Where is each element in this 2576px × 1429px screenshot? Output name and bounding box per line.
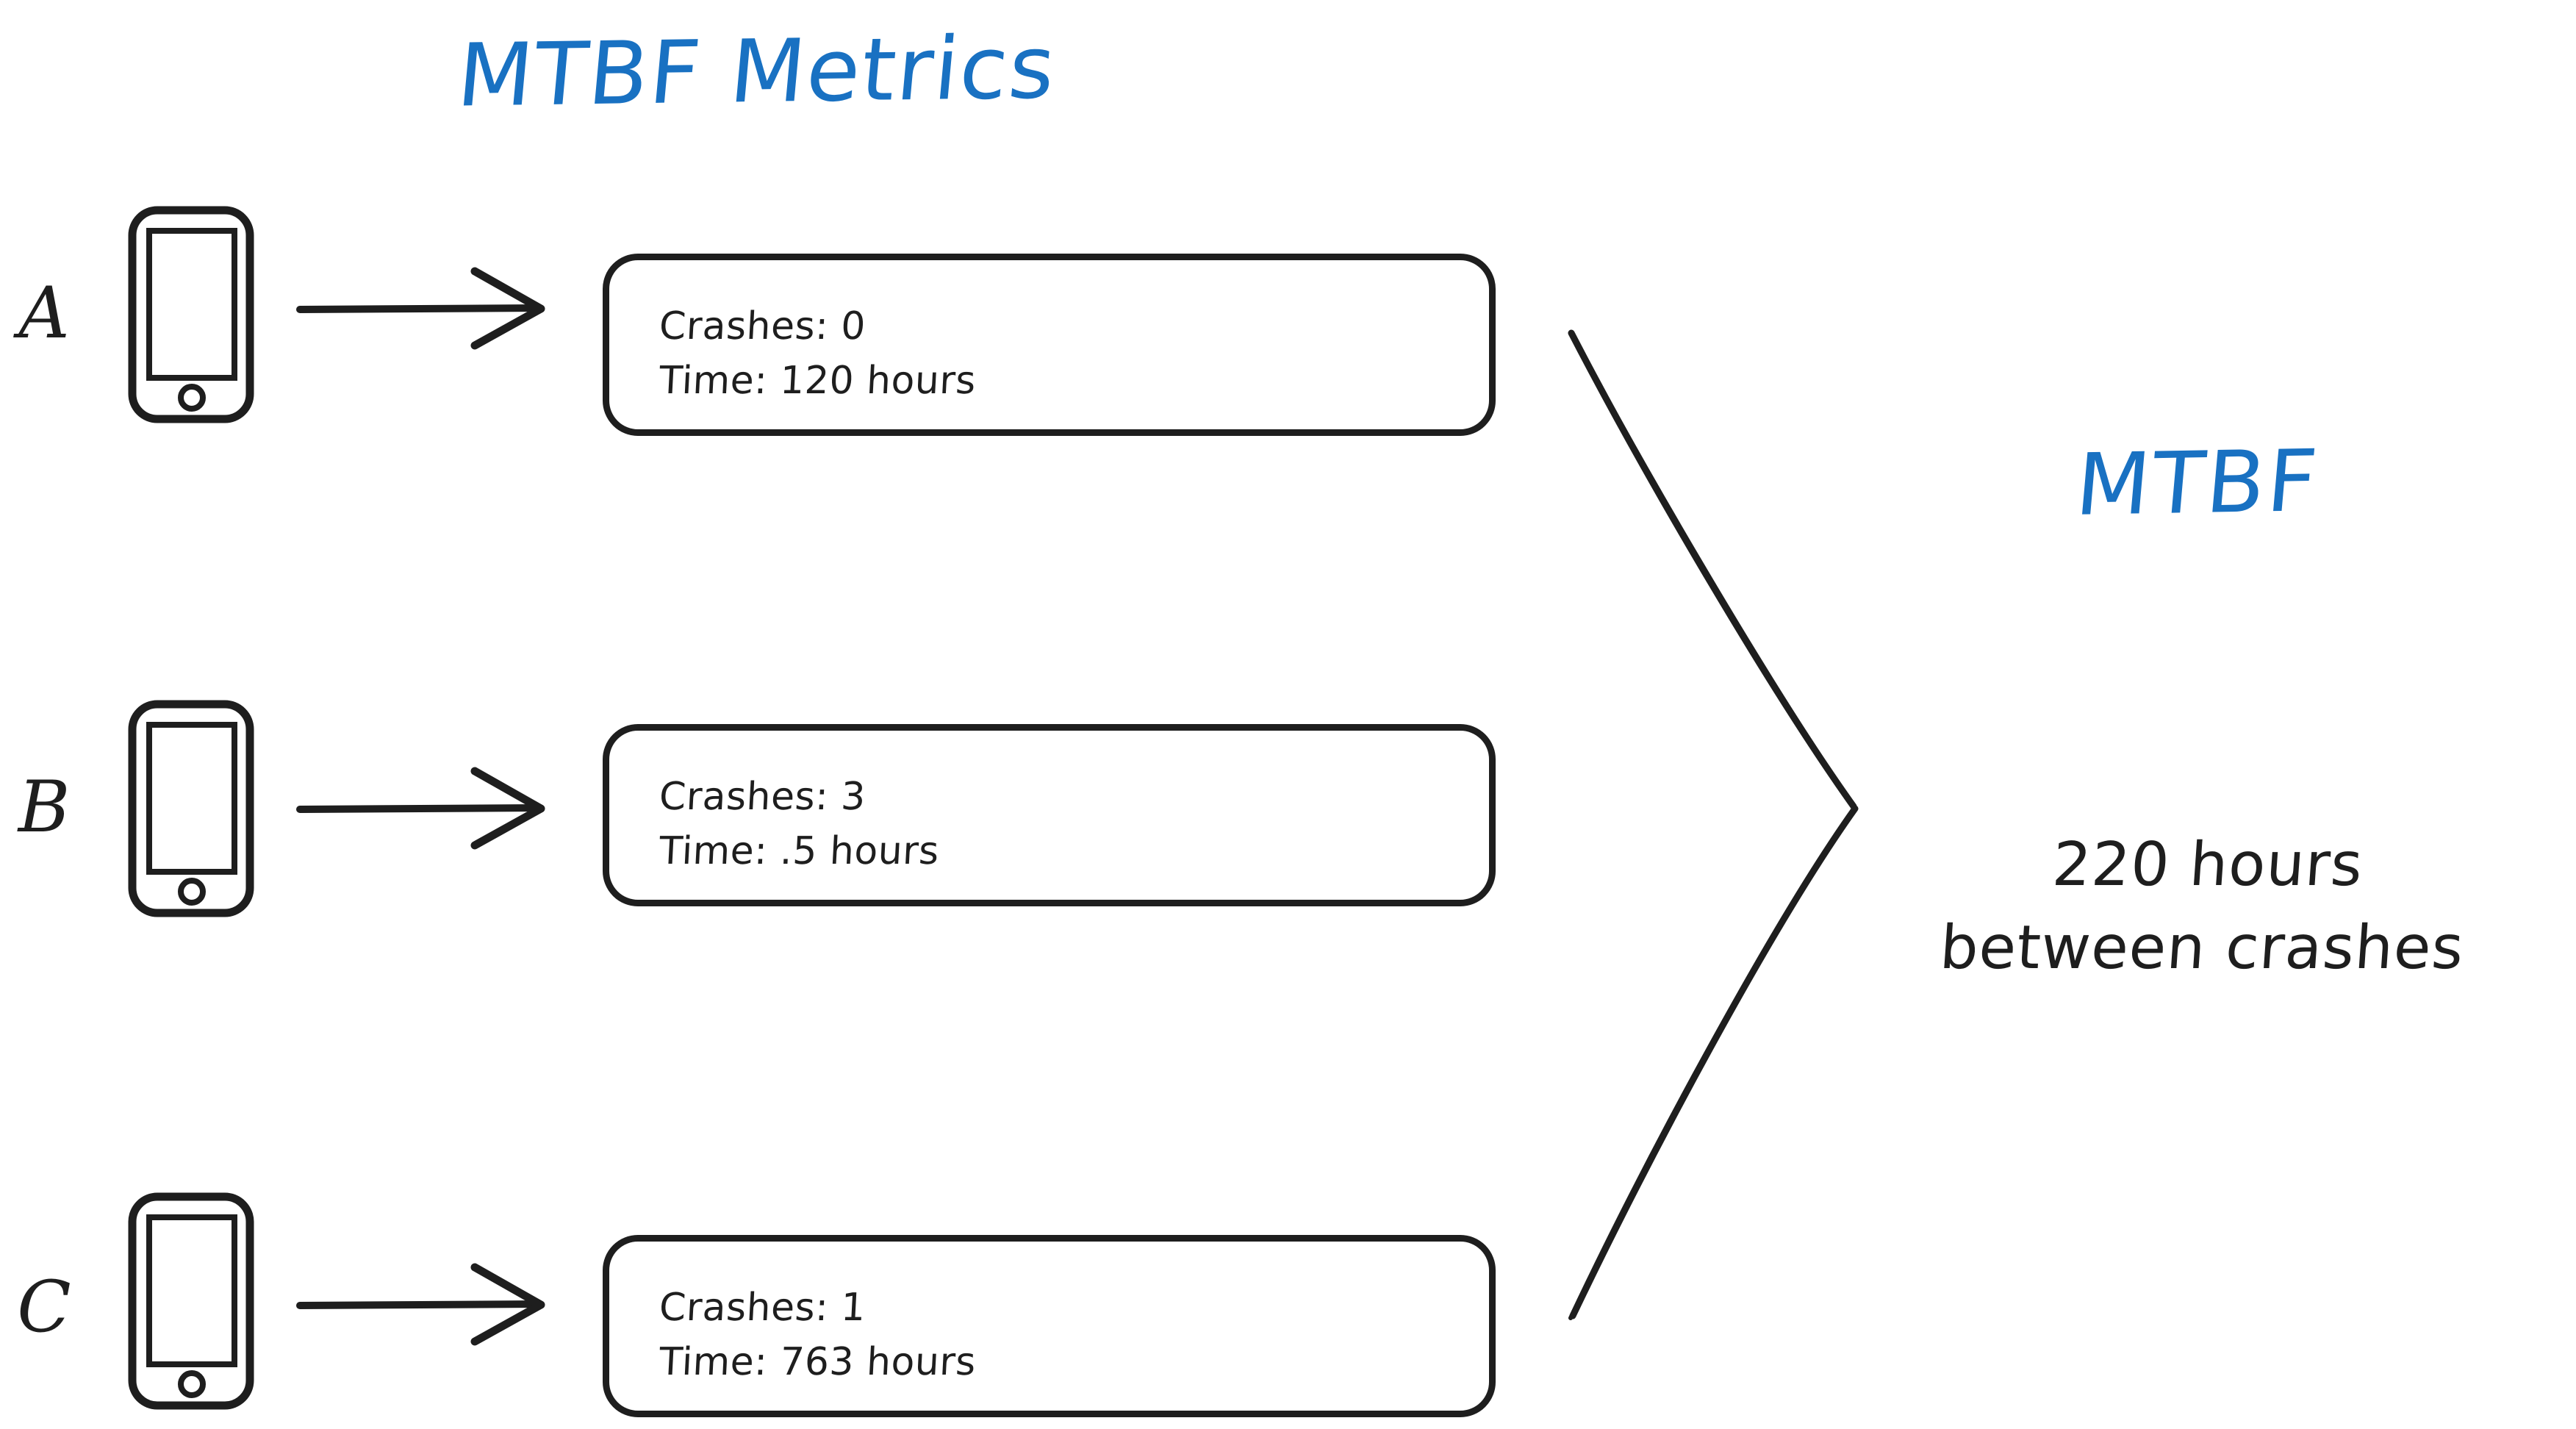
crashes-line: Crashes: 0	[658, 304, 867, 348]
metric-text-group: Crashes: 1 Time: 763 hours	[658, 1281, 1394, 1390]
converge-connector-icon	[1529, 294, 1911, 1360]
crashes-line: Crashes: 1	[658, 1286, 867, 1330]
device-letter-label: C	[17, 1266, 71, 1348]
phone-icon	[125, 698, 257, 922]
mtbf-value-line: 220 hours	[2050, 830, 2366, 900]
metric-box-b: Crashes: 3 Time: .5 hours	[603, 724, 1496, 906]
device-letter-label: B	[18, 766, 71, 848]
metric-box-a: Crashes: 0 Time: 120 hours	[603, 254, 1496, 436]
device-letter-label: A	[18, 272, 70, 354]
arrow-right-icon	[294, 254, 573, 367]
crashes-line: Crashes: 3	[658, 775, 867, 819]
phone-icon	[125, 204, 257, 428]
time-line: Time: 120 hours	[658, 358, 977, 403]
device-letter-a: A	[0, 278, 88, 348]
metric-text-group: Crashes: 0 Time: 120 hours	[658, 300, 1394, 409]
device-letter-c: C	[0, 1272, 88, 1342]
metric-box-c: Crashes: 1 Time: 763 hours	[603, 1235, 1496, 1417]
mtbf-unit-line: between crashes	[1937, 913, 2466, 984]
mtbf-label: MTBF	[2072, 431, 2323, 535]
page-title: MTBF Metrics	[453, 16, 1061, 126]
metric-text-group: Crashes: 3 Time: .5 hours	[658, 770, 1394, 879]
phone-icon	[125, 1191, 257, 1414]
time-line: Time: 763 hours	[658, 1339, 977, 1384]
arrow-right-icon	[294, 1250, 573, 1363]
arrow-right-icon	[294, 753, 573, 867]
mtbf-result: 220 hours between crashes	[1854, 823, 2556, 989]
time-line: Time: .5 hours	[658, 828, 941, 873]
device-letter-b: B	[0, 772, 88, 842]
